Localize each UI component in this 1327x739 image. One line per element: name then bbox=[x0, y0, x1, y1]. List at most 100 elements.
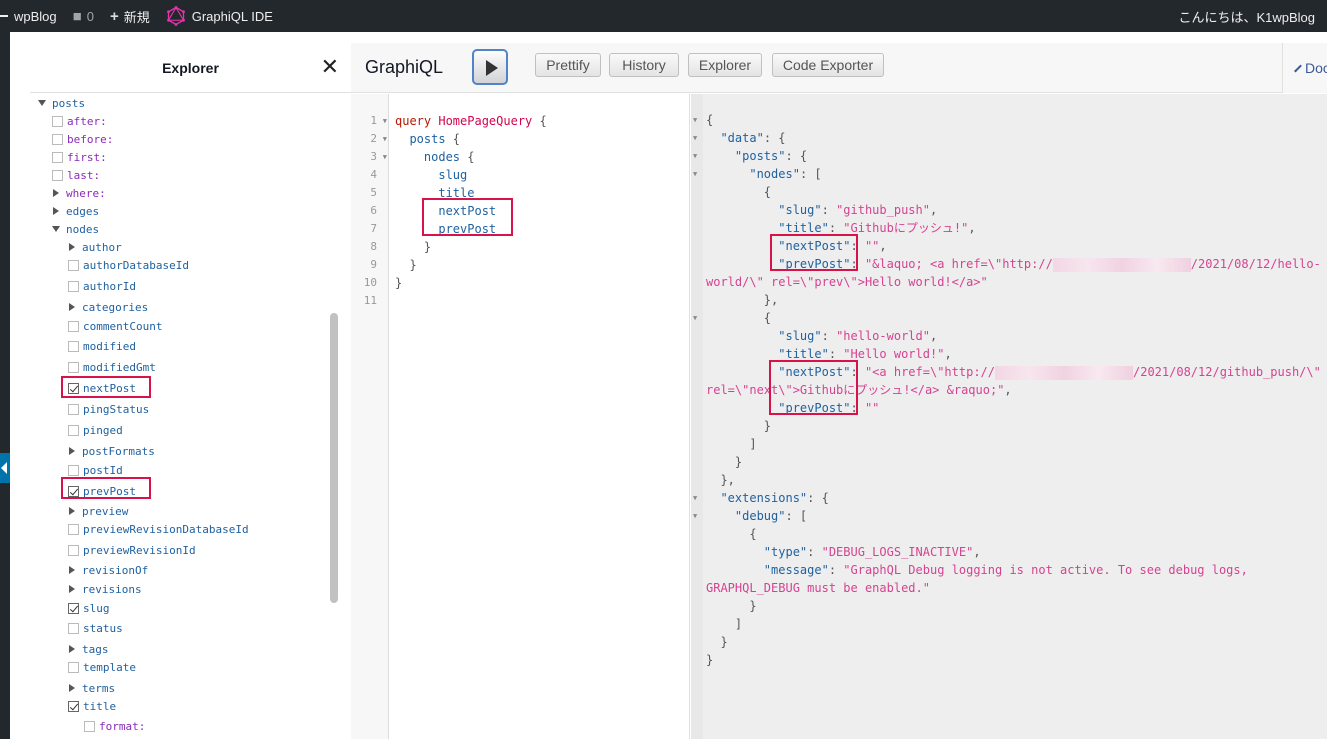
fold-arrow-icon[interactable]: ▼ bbox=[693, 134, 698, 142]
checkbox-icon[interactable] bbox=[68, 259, 79, 271]
fold-arrow-icon[interactable]: ▼ bbox=[693, 494, 698, 502]
explorer-item-title[interactable]: title bbox=[68, 697, 116, 715]
fold-arrow-icon[interactable]: ▼ bbox=[693, 314, 698, 322]
fold-arrow-icon[interactable]: ▼ bbox=[693, 170, 698, 178]
explorer-item-authordatabaseid[interactable]: authorDatabaseId bbox=[68, 256, 189, 274]
checkbox-icon[interactable] bbox=[68, 340, 79, 352]
explorer-item-where[interactable]: where: bbox=[52, 184, 106, 202]
site-name-link[interactable]: wpBlog bbox=[0, 0, 65, 32]
explorer-item-status[interactable]: status bbox=[68, 619, 123, 637]
explorer-item-authorid[interactable]: authorId bbox=[68, 277, 136, 295]
graphiql-ide-link[interactable]: GraphiQL IDE bbox=[158, 0, 281, 32]
caret-right-icon[interactable] bbox=[69, 243, 75, 251]
close-icon[interactable]: ✕ bbox=[320, 54, 339, 79]
explorer-item-first[interactable]: first: bbox=[52, 148, 107, 166]
explorer-item-revisionof[interactable]: revisionOf bbox=[68, 561, 148, 579]
fold-arrow-icon[interactable]: ▼ bbox=[382, 153, 387, 161]
checkbox-icon[interactable] bbox=[68, 544, 79, 556]
explorer-item-terms[interactable]: terms bbox=[68, 679, 115, 697]
checkbox-icon[interactable] bbox=[68, 320, 79, 332]
checkbox-icon[interactable] bbox=[52, 169, 63, 181]
result-code-line: { bbox=[706, 113, 714, 127]
checkbox-icon[interactable] bbox=[68, 424, 79, 436]
explorer-item-previewrevisiondatabaseid[interactable]: previewRevisionDatabaseId bbox=[68, 520, 249, 538]
explorer-item-last[interactable]: last: bbox=[52, 166, 100, 184]
caret-right-icon[interactable] bbox=[69, 585, 75, 593]
fold-arrow-icon[interactable]: ▼ bbox=[382, 135, 387, 143]
caret-right-icon[interactable] bbox=[53, 207, 59, 215]
checkbox-icon[interactable] bbox=[68, 485, 79, 497]
checkbox-icon[interactable] bbox=[68, 523, 79, 535]
caret-right-icon[interactable] bbox=[69, 684, 75, 692]
explorer-item-commentcount[interactable]: commentCount bbox=[68, 317, 162, 335]
fold-arrow-icon[interactable]: ▼ bbox=[693, 152, 698, 160]
code-exporter-button[interactable]: Code Exporter bbox=[772, 53, 884, 77]
caret-right-icon[interactable] bbox=[69, 447, 75, 455]
sidebar-collapse-arrow-icon[interactable] bbox=[0, 453, 10, 483]
execute-query-button[interactable] bbox=[472, 49, 508, 85]
docs-link[interactable]: Docs bbox=[1282, 43, 1327, 93]
explorer-item-nextpost[interactable]: nextPost bbox=[68, 379, 136, 397]
explorer-item-after[interactable]: after: bbox=[52, 112, 107, 130]
checkbox-icon[interactable] bbox=[68, 622, 79, 634]
explorer-item-pinged[interactable]: pinged bbox=[68, 421, 123, 439]
new-content-link[interactable]: + 新規 bbox=[102, 0, 158, 32]
explorer-item-author[interactable]: author bbox=[68, 238, 122, 256]
explorer-item-pingstatus[interactable]: pingStatus bbox=[68, 400, 149, 418]
caret-right-icon[interactable] bbox=[69, 566, 75, 574]
explorer-item-tags[interactable]: tags bbox=[68, 640, 109, 658]
checkbox-icon[interactable] bbox=[68, 361, 79, 373]
account-menu[interactable]: こんにちは、K1wpBlog bbox=[1170, 0, 1327, 32]
line-number: 9 bbox=[370, 258, 377, 271]
history-button[interactable]: History bbox=[609, 53, 679, 77]
checkbox-icon[interactable] bbox=[68, 464, 79, 476]
fold-arrow-icon[interactable]: ▼ bbox=[693, 116, 698, 124]
explorer-item-slug[interactable]: slug bbox=[68, 599, 110, 617]
caret-right-icon[interactable] bbox=[69, 303, 75, 311]
caret-right-icon[interactable] bbox=[53, 189, 59, 197]
explorer-item-previewrevisionid[interactable]: previewRevisionId bbox=[68, 541, 196, 559]
explorer-item-edges[interactable]: edges bbox=[52, 202, 99, 220]
caret-down-icon[interactable] bbox=[38, 100, 46, 106]
comments-link[interactable]: ■ 0 bbox=[65, 0, 102, 32]
explorer-item-nodes[interactable]: nodes bbox=[52, 220, 99, 238]
checkbox-icon[interactable] bbox=[68, 280, 79, 292]
checkbox-icon[interactable] bbox=[84, 720, 95, 732]
checkbox-icon[interactable] bbox=[52, 133, 63, 145]
explorer-item-modified[interactable]: modified bbox=[68, 337, 136, 355]
explorer-item-modifiedgmt[interactable]: modifiedGmt bbox=[68, 358, 156, 376]
checkbox-icon[interactable] bbox=[52, 115, 63, 127]
result-code-line: { bbox=[706, 311, 772, 325]
caret-right-icon[interactable] bbox=[69, 507, 75, 515]
fold-arrow-icon[interactable]: ▼ bbox=[382, 117, 387, 125]
checkbox-icon[interactable] bbox=[68, 382, 79, 394]
result-code-line: "type": "DEBUG_LOGS_INACTIVE", bbox=[763, 545, 981, 559]
explorer-item-before[interactable]: before: bbox=[52, 130, 113, 148]
explorer-item-postid[interactable]: postId bbox=[68, 461, 123, 479]
checkbox-icon[interactable] bbox=[68, 700, 79, 712]
explorer-item-posts[interactable]: posts bbox=[38, 94, 85, 112]
query-code-line: } bbox=[395, 276, 403, 290]
fold-arrow-icon[interactable]: ▼ bbox=[693, 512, 698, 520]
explorer-item-label: revisionOf bbox=[82, 563, 149, 577]
caret-right-icon[interactable] bbox=[69, 645, 75, 653]
caret-down-icon[interactable] bbox=[52, 226, 60, 232]
explorer-item-template[interactable]: template bbox=[68, 658, 136, 676]
explorer-item-categories[interactable]: categories bbox=[68, 298, 148, 316]
checkbox-icon[interactable] bbox=[68, 661, 79, 673]
checkbox-icon[interactable] bbox=[68, 602, 79, 614]
explorer-item-format[interactable]: format: bbox=[84, 717, 145, 735]
checkbox-icon[interactable] bbox=[68, 403, 79, 415]
result-code-line: "title": "Githubにプッシュ!", bbox=[778, 221, 976, 235]
result-code-line: "prevPost": "" bbox=[778, 401, 880, 415]
checkbox-icon[interactable] bbox=[52, 151, 63, 163]
prettify-button[interactable]: Prettify bbox=[535, 53, 601, 77]
line-number: 5 bbox=[370, 186, 377, 199]
explorer-item-preview[interactable]: preview bbox=[68, 502, 128, 520]
explorer-button[interactable]: Explorer bbox=[688, 53, 762, 77]
explorer-item-prevpost[interactable]: prevPost bbox=[68, 482, 136, 500]
explorer-item-revisions[interactable]: revisions bbox=[68, 580, 142, 598]
explorer-item-postformats[interactable]: postFormats bbox=[68, 442, 155, 460]
explorer-scrollbar[interactable] bbox=[330, 313, 338, 603]
